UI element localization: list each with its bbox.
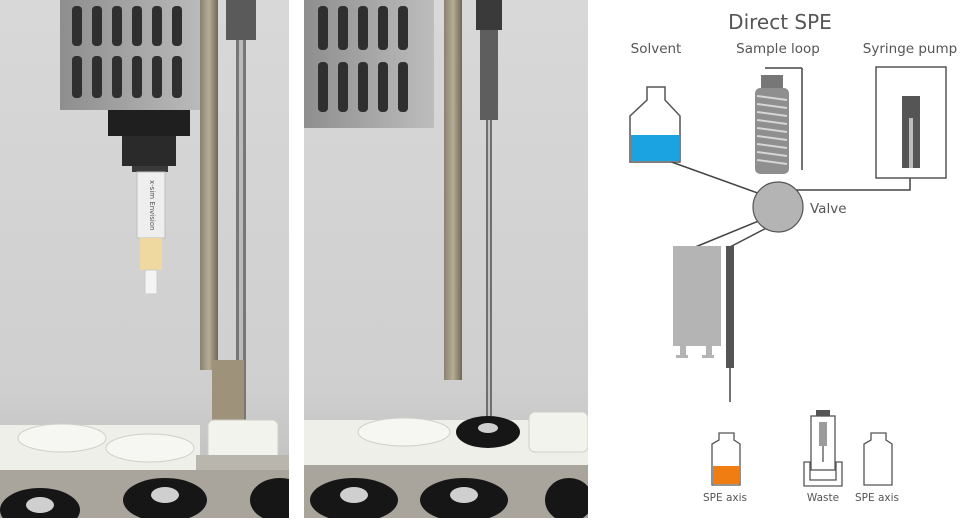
sample-loop-coil-icon (755, 75, 789, 174)
label-waste: Waste (807, 492, 839, 504)
cartridge-label: x-sim Envision (148, 180, 156, 231)
syringe-pump-icon (875, 66, 947, 179)
valve-icon (752, 181, 804, 233)
photo-needle-in-vial (304, 0, 588, 518)
cartridge-holder (108, 110, 190, 172)
label-spe-axis-left: SPE axis (703, 492, 747, 504)
photo-cartridge-on-arm: x-sim Envision (0, 0, 289, 518)
diagram-title: Direct SPE (728, 10, 832, 34)
grille-housing (304, 0, 434, 128)
solvent-bottle-icon (629, 86, 681, 163)
metal-arm (444, 0, 502, 420)
grille-housing (60, 0, 210, 110)
spe-block-icon (673, 246, 734, 368)
label-solvent: Solvent (631, 41, 682, 57)
label-spe-axis-right: SPE axis (855, 492, 899, 504)
label-valve: Valve (810, 201, 847, 217)
vial-caps (0, 478, 289, 518)
spe-axis-vial-filled-icon (711, 432, 741, 486)
metal-arm (200, 0, 256, 420)
label-sample-loop: Sample loop (736, 41, 820, 57)
spe-cartridge: x-sim Envision (136, 171, 166, 295)
direct-spe-diagram: Direct SPE Solvent Sample loop Syringe p… (588, 0, 967, 518)
spe-axis-vial-empty-icon (863, 432, 893, 486)
vial-caps (310, 416, 588, 518)
label-syringe-pump: Syringe pump (863, 41, 957, 57)
waste-icon (803, 410, 843, 487)
